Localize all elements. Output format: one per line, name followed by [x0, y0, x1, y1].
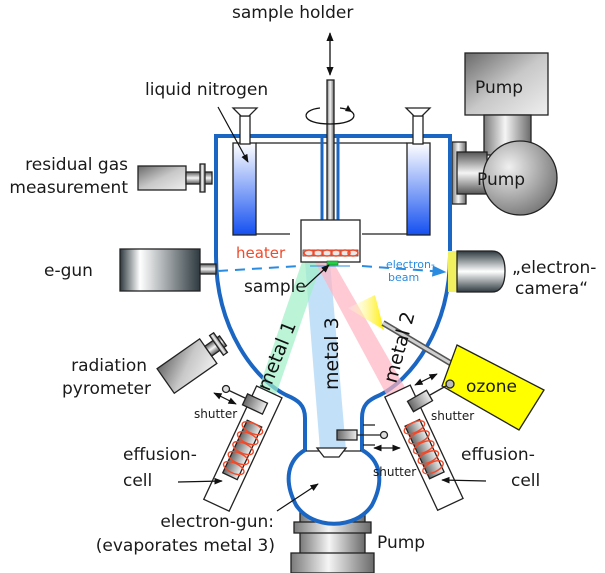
shutter-center-label: shutter [373, 465, 416, 479]
pump-top-label: Pump [475, 78, 523, 98]
beam-metal-2 [315, 262, 418, 420]
radiation-pyrometer-label-2: pyrometer [62, 379, 151, 399]
heater-label: heater [236, 244, 286, 262]
beam-metal-3 [305, 262, 346, 450]
pump-bottom-label: Pump [377, 533, 425, 553]
ln2-funnel-right [404, 107, 432, 117]
sample-pointer-arrow [304, 264, 330, 288]
ln2-dewar-right [406, 142, 431, 236]
rotation-arrow-head [345, 105, 352, 112]
e-gun-nozzle [199, 263, 217, 275]
ln2-neck-right [412, 115, 424, 145]
effusion-cell-left [202, 385, 283, 513]
ozone-label: ozone [466, 377, 517, 397]
pump-top-box [464, 52, 549, 116]
electron-gun-label-1: electron-gun: [160, 512, 274, 532]
ln2-funnel-left [231, 107, 259, 117]
shutter-center [336, 429, 358, 441]
rga-flange [199, 163, 206, 193]
pump-right-ball [482, 140, 558, 216]
ozone-generator [441, 344, 545, 431]
rga-box [137, 165, 187, 191]
radiation-pyrometer [156, 331, 229, 395]
electron-gun-pointer [276, 483, 319, 512]
shutter-left-knob [221, 384, 231, 394]
camera-window [448, 251, 457, 292]
sample-piece [326, 260, 339, 266]
ln2-neck-left [239, 115, 251, 145]
effusion-left-pointer [177, 477, 223, 485]
liquid-nitrogen-label: liquid nitrogen [145, 80, 268, 100]
electron-gun-label-2: (evaporates metal 3) [96, 536, 275, 556]
effusion-cell-left-label-1: effusion- [123, 445, 197, 465]
pump-flange-neck [456, 151, 488, 195]
sample-holder-label: sample holder [232, 3, 353, 23]
e-gun-body [119, 248, 201, 292]
shutter-right [406, 389, 434, 413]
pump-bottom-ring-2 [290, 552, 375, 573]
electron-camera-label-2: camera“ [515, 279, 588, 299]
electron-camera-body [456, 250, 506, 293]
sample-label: sample [244, 277, 306, 297]
effusion-cell-right-label-2: cell [511, 471, 540, 491]
radiation-pyrometer-label-1: radiation [71, 356, 147, 376]
effusion-right-pointer [441, 476, 487, 484]
ozone-valve [445, 379, 455, 389]
ozone-plume [348, 295, 384, 330]
effusion-cell-right-label-1: effusion- [461, 445, 535, 465]
effusion-cell-left-label-2: cell [123, 471, 152, 491]
shutter-right-label: shutter [431, 409, 474, 423]
rga-neck [185, 171, 213, 185]
electron-gun-crucible [315, 447, 348, 458]
pump-right-label: Pump [477, 170, 525, 190]
shutter-left-arrow [213, 392, 237, 405]
shutter-right-arrow [414, 373, 438, 386]
ozone-pipe-highlight [382, 321, 458, 369]
shutter-center-knob [379, 430, 389, 440]
metal-3-label: metal 3 [321, 317, 343, 390]
ln2-pointer-arrow [217, 106, 249, 163]
electron-beam [217, 266, 445, 272]
heater-coil [303, 249, 359, 257]
rotation-arrow [305, 107, 355, 125]
shutter-left-rod [227, 389, 246, 399]
e-gun-label: e-gun [44, 261, 93, 281]
residual-gas-label-2: measurement [9, 178, 128, 198]
shutter-left [241, 393, 269, 415]
electron-beam-label-1: electron- [386, 258, 435, 271]
shutter-left-label: shutter [194, 407, 237, 421]
residual-gas-label-1: residual gas [25, 155, 128, 175]
electron-camera-label-1: „electron- [512, 258, 596, 278]
shutter-right-rod [429, 385, 447, 396]
electron-beam-label-2: beam [388, 271, 419, 284]
